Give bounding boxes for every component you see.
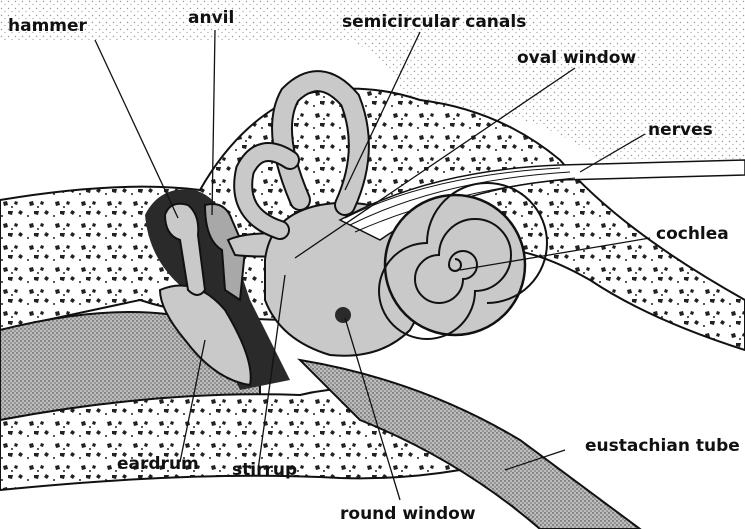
label-eardrum: eardrum [117, 456, 199, 473]
label-round-window: round window [340, 506, 476, 523]
label-stirrup: stirrup [232, 462, 297, 479]
label-cochlea: cochlea [656, 226, 729, 243]
label-oval-window: oval window [517, 50, 636, 67]
label-hammer: hammer [8, 18, 87, 35]
round-window-shape [335, 307, 351, 323]
cochlea-shell [385, 195, 525, 335]
label-eustachian-tube: eustachian tube [585, 438, 740, 455]
label-nerves: nerves [648, 122, 713, 139]
label-semicircular-canals: semicircular canals [342, 14, 526, 31]
label-anvil: anvil [188, 10, 234, 27]
